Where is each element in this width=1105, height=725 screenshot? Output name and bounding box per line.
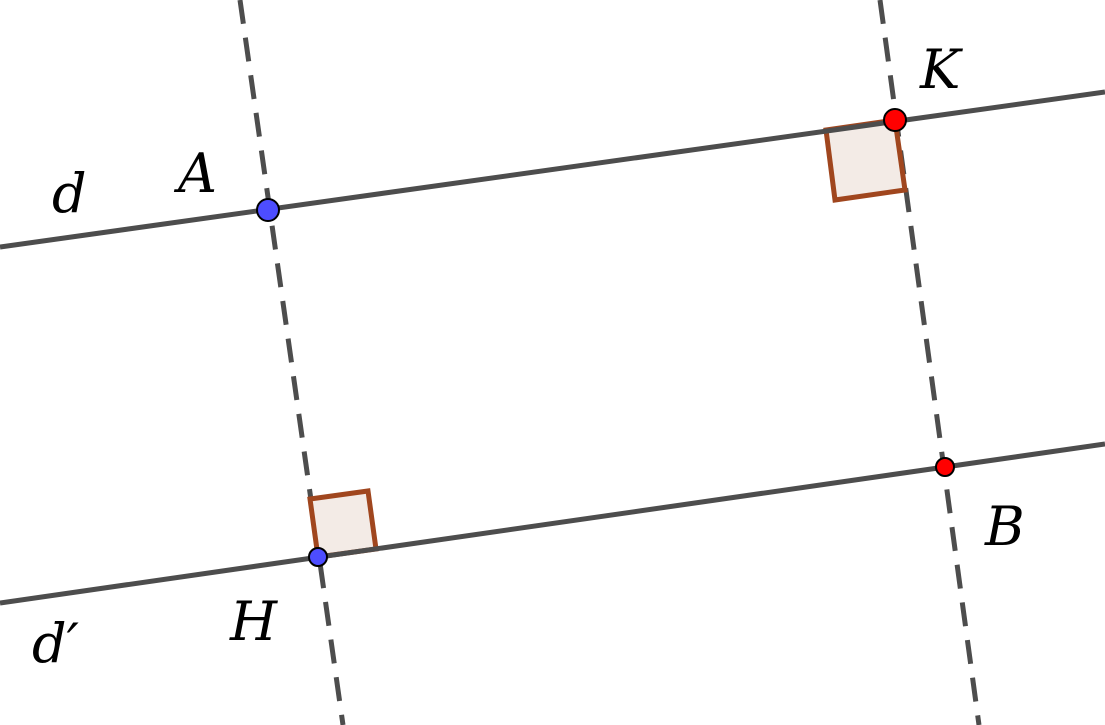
line-d (0, 89, 1105, 250)
point-A[interactable] (256, 198, 280, 222)
perpendicular-through-A (237, 0, 346, 725)
point-H[interactable] (308, 547, 328, 567)
label-d: d (52, 162, 87, 225)
right-angle-H (307, 488, 379, 560)
point-B[interactable] (935, 457, 955, 477)
right-angle-K (823, 117, 908, 203)
label-K: K (919, 38, 963, 101)
point-K[interactable] (883, 108, 907, 132)
label-A: A (173, 142, 217, 205)
label-B: B (984, 495, 1025, 558)
label-d-prime: d′ (32, 612, 79, 675)
line-d-prime (0, 441, 1105, 606)
label-H: H (229, 590, 278, 653)
